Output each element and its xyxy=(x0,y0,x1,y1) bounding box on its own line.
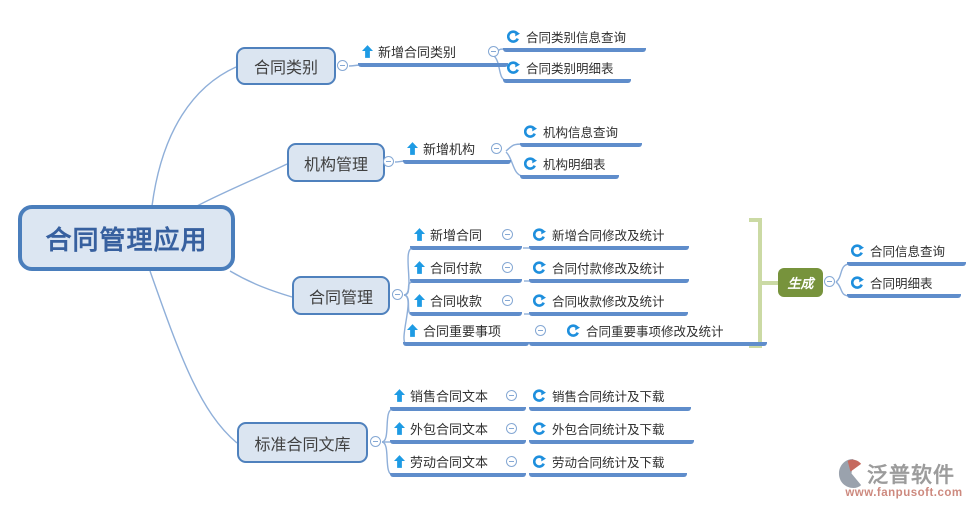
topic-label: 新增机构 xyxy=(423,141,476,157)
generate-label: 生成 xyxy=(787,276,814,291)
collapse-icon[interactable] xyxy=(502,261,513,273)
refresh-icon xyxy=(524,156,537,170)
leaf-contract-payment-edit-stats[interactable]: 合同付款修改及统计 xyxy=(529,258,689,283)
refresh-icon xyxy=(533,260,546,274)
leaf-label: 劳动合同统计及下载 xyxy=(552,455,665,470)
topic-add-organization[interactable]: 新增机构 xyxy=(403,139,511,164)
leaf-add-contract-edit-stats[interactable]: 新增合同修改及统计 xyxy=(529,225,689,250)
topic-label: 合同重要事项 xyxy=(423,323,502,339)
add-arrow-icon xyxy=(414,260,425,274)
leaf-label: 新增合同修改及统计 xyxy=(552,228,665,243)
leaf-contract-category-detail-table[interactable]: 合同类别明细表 xyxy=(503,58,631,83)
leaf-labor-contract-stats-download[interactable]: 劳动合同统计及下载 xyxy=(529,452,687,477)
leaf-label: 合同付款修改及统计 xyxy=(552,261,665,276)
collapse-icon[interactable] xyxy=(337,60,348,71)
topic-labor-contract-text[interactable]: 劳动合同文本 xyxy=(390,452,526,477)
refresh-icon xyxy=(524,124,537,138)
leaf-organization-detail-table[interactable]: 机构明细表 xyxy=(520,154,619,179)
collapse-icon[interactable] xyxy=(502,294,513,306)
topic-label: 外包合同文本 xyxy=(410,421,489,437)
add-arrow-icon xyxy=(407,323,418,337)
refresh-icon xyxy=(507,60,520,74)
topic-add-contract-category[interactable]: 新增合同类别 xyxy=(358,42,508,67)
refresh-icon xyxy=(533,227,546,241)
add-arrow-icon xyxy=(407,141,418,155)
leaf-contract-detail-table[interactable]: 合同明细表 xyxy=(847,273,961,298)
add-arrow-icon xyxy=(394,454,405,468)
leaf-label: 合同明细表 xyxy=(870,276,933,291)
branch-contract-management[interactable]: 合同管理 xyxy=(292,276,390,315)
topic-contract-receipt[interactable]: 合同收款 xyxy=(410,291,522,316)
leaf-outsourcing-contract-stats-download[interactable]: 外包合同统计及下载 xyxy=(529,419,694,444)
refresh-icon xyxy=(533,293,546,307)
leaf-contract-category-info-query[interactable]: 合同类别信息查询 xyxy=(503,27,646,52)
topic-contract-important-matters[interactable]: 合同重要事项 xyxy=(403,321,529,346)
leaf-contract-receipt-edit-stats[interactable]: 合同收款修改及统计 xyxy=(529,291,688,316)
branch-contract-category[interactable]: 合同类别 xyxy=(236,47,336,85)
collapse-icon[interactable] xyxy=(383,156,394,167)
topic-label: 新增合同 xyxy=(430,227,483,243)
topic-label: 合同付款 xyxy=(430,260,483,276)
leaf-label: 合同信息查询 xyxy=(870,244,946,259)
refresh-icon xyxy=(507,29,520,43)
collapse-icon[interactable] xyxy=(491,142,502,154)
watermark: 泛普软件 www.fanpusoft.com xyxy=(838,458,970,499)
leaf-contract-important-matters-edit-stats[interactable]: 合同重要事项修改及统计 xyxy=(529,321,767,346)
add-arrow-icon xyxy=(394,388,405,402)
collapse-icon[interactable] xyxy=(506,389,517,401)
topic-label: 劳动合同文本 xyxy=(410,454,489,470)
watermark-brand: 泛普软件 xyxy=(867,463,955,487)
branch-label: 机构管理 xyxy=(303,156,368,174)
topic-contract-payment[interactable]: 合同付款 xyxy=(410,258,522,283)
branch-organization-management[interactable]: 机构管理 xyxy=(287,143,385,182)
collapse-icon[interactable] xyxy=(506,422,517,434)
refresh-icon xyxy=(533,421,546,435)
collapse-icon[interactable] xyxy=(506,455,517,467)
refresh-icon xyxy=(567,323,580,337)
root-topic-label: 合同管理应用 xyxy=(45,224,208,255)
collapse-icon[interactable] xyxy=(488,45,499,57)
collapse-icon[interactable] xyxy=(824,276,835,287)
leaf-label: 合同类别明细表 xyxy=(526,61,614,76)
topic-label: 销售合同文本 xyxy=(410,388,489,404)
branch-label: 合同管理 xyxy=(308,289,373,307)
collapse-icon[interactable] xyxy=(392,289,403,300)
leaf-label: 机构信息查询 xyxy=(543,125,619,140)
refresh-icon xyxy=(851,275,864,289)
leaf-label: 合同重要事项修改及统计 xyxy=(586,324,724,339)
add-arrow-icon xyxy=(414,227,425,241)
leaf-contract-info-query[interactable]: 合同信息查询 xyxy=(847,241,966,266)
branch-standard-contract-library[interactable]: 标准合同文库 xyxy=(237,422,368,463)
refresh-icon xyxy=(851,243,864,257)
topic-outsourcing-contract-text[interactable]: 外包合同文本 xyxy=(390,419,526,444)
refresh-icon xyxy=(533,454,546,468)
add-arrow-icon xyxy=(394,421,405,435)
collapse-icon[interactable] xyxy=(535,325,546,336)
leaf-sales-contract-stats-download[interactable]: 销售合同统计及下载 xyxy=(529,386,691,411)
branch-label: 标准合同文库 xyxy=(254,436,351,454)
topic-label: 合同收款 xyxy=(430,293,483,309)
topic-add-contract[interactable]: 新增合同 xyxy=(410,225,522,250)
add-arrow-icon xyxy=(414,293,425,307)
group-bracket xyxy=(749,218,778,348)
generate-node[interactable]: 生成 xyxy=(778,268,823,297)
leaf-organization-info-query[interactable]: 机构信息查询 xyxy=(520,122,642,147)
refresh-icon xyxy=(533,388,546,402)
watermark-url: www.fanpusoft.com xyxy=(845,487,963,499)
collapse-icon[interactable] xyxy=(370,436,381,447)
topic-label: 新增合同类别 xyxy=(378,44,457,60)
leaf-label: 销售合同统计及下载 xyxy=(552,389,665,404)
leaf-label: 外包合同统计及下载 xyxy=(552,422,665,437)
add-arrow-icon xyxy=(362,44,373,58)
topic-sales-contract-text[interactable]: 销售合同文本 xyxy=(390,386,526,411)
leaf-label: 合同收款修改及统计 xyxy=(552,294,665,309)
leaf-label: 机构明细表 xyxy=(543,157,606,172)
root-topic[interactable]: 合同管理应用 xyxy=(18,205,235,271)
fanpu-logo-icon xyxy=(838,459,862,488)
collapse-icon[interactable] xyxy=(502,228,513,240)
branch-label: 合同类别 xyxy=(253,60,318,77)
leaf-label: 合同类别信息查询 xyxy=(526,30,627,45)
